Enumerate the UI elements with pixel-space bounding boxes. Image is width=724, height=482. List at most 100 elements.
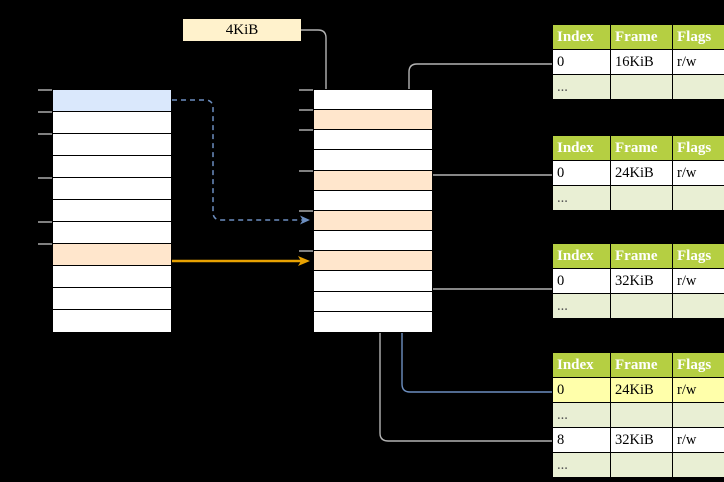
physical-address-column — [313, 89, 433, 333]
memory-row — [53, 156, 171, 178]
table-cell — [610, 293, 673, 319]
column-header-index: Index — [552, 135, 611, 161]
table-cell: r/w — [672, 268, 724, 294]
table-cell: 24KiB — [610, 377, 673, 403]
memory-row — [53, 288, 171, 310]
table-cell: 24KiB — [610, 160, 673, 186]
memory-row — [314, 251, 432, 272]
memory-row — [53, 90, 171, 112]
memory-row — [314, 271, 432, 292]
virtual-address-column — [52, 89, 172, 333]
column-header-frame: Frame — [610, 24, 673, 50]
table-cell: 0 — [552, 377, 611, 403]
memory-row — [314, 231, 432, 252]
table-cell — [672, 402, 724, 428]
column-header-flags: Flags — [672, 352, 724, 378]
table-cell: ... — [552, 452, 611, 478]
column-header-index: Index — [552, 24, 611, 50]
table-cell — [610, 185, 673, 211]
memory-row — [53, 200, 171, 222]
memory-row — [53, 222, 171, 244]
row-tick-mark — [299, 89, 313, 91]
table-cell: r/w — [672, 377, 724, 403]
row-tick-mark — [299, 109, 313, 112]
memory-row — [53, 266, 171, 288]
memory-row — [314, 130, 432, 151]
row-tick-mark — [299, 129, 313, 132]
table-cell: ... — [552, 293, 611, 319]
wire-table3-to-physical — [417, 264, 552, 290]
table-cell — [672, 185, 724, 211]
table-cell — [610, 452, 673, 478]
table-cell: 0 — [552, 160, 611, 186]
memory-row — [314, 150, 432, 171]
memory-row — [53, 112, 171, 134]
table-row: ... — [552, 74, 724, 100]
table-cell: 16KiB — [610, 49, 673, 75]
column-header-frame: Frame — [610, 243, 673, 269]
size-label-4kib: 4KiB — [183, 19, 301, 41]
column-header-flags: Flags — [672, 135, 724, 161]
memory-row — [314, 110, 432, 131]
table-row: ... — [552, 293, 724, 319]
table-cell: r/w — [672, 160, 724, 186]
column-header-index: Index — [552, 352, 611, 378]
memory-row — [314, 190, 432, 211]
table-cell: 8 — [552, 427, 611, 453]
column-header-frame: Frame — [610, 135, 673, 161]
column-header-flags: Flags — [672, 243, 724, 269]
memory-row — [53, 244, 171, 266]
column-header-index: Index — [552, 243, 611, 269]
table-cell: 0 — [552, 268, 611, 294]
memory-row — [314, 311, 432, 332]
table-cell: ... — [552, 402, 611, 428]
table-row: ... — [552, 452, 724, 478]
table-cell: ... — [552, 185, 611, 211]
row-tick-mark — [38, 243, 52, 245]
memory-row — [53, 310, 171, 332]
memory-row — [314, 291, 432, 312]
row-tick-mark — [38, 89, 52, 91]
column-header-frame: Frame — [610, 352, 673, 378]
table-cell — [672, 74, 724, 100]
table-cell — [672, 452, 724, 478]
table-cell: r/w — [672, 49, 724, 75]
table-cell: 32KiB — [610, 268, 673, 294]
table-cell: 0 — [552, 49, 611, 75]
row-tick-mark — [38, 221, 52, 223]
table-cell — [610, 74, 673, 100]
table-cell — [610, 402, 673, 428]
row-tick-mark — [299, 210, 313, 212]
memory-row — [53, 178, 171, 200]
table-cell: r/w — [672, 427, 724, 453]
wire-virtual-blue-to-physical — [172, 99, 310, 225]
row-tick-mark — [299, 250, 313, 253]
table-cell: 32KiB — [610, 427, 673, 453]
row-tick-mark — [38, 177, 52, 179]
wire-table2-to-physical — [417, 174, 552, 216]
table-row: ... — [552, 402, 724, 428]
row-tick-mark — [38, 111, 52, 113]
memory-row — [314, 210, 432, 232]
row-tick-mark — [299, 169, 313, 172]
table-row: ... — [552, 185, 724, 211]
memory-row — [314, 90, 432, 111]
row-tick-mark — [38, 133, 52, 135]
column-header-flags: Flags — [672, 24, 724, 50]
memory-row — [314, 170, 432, 191]
memory-row — [53, 134, 171, 156]
